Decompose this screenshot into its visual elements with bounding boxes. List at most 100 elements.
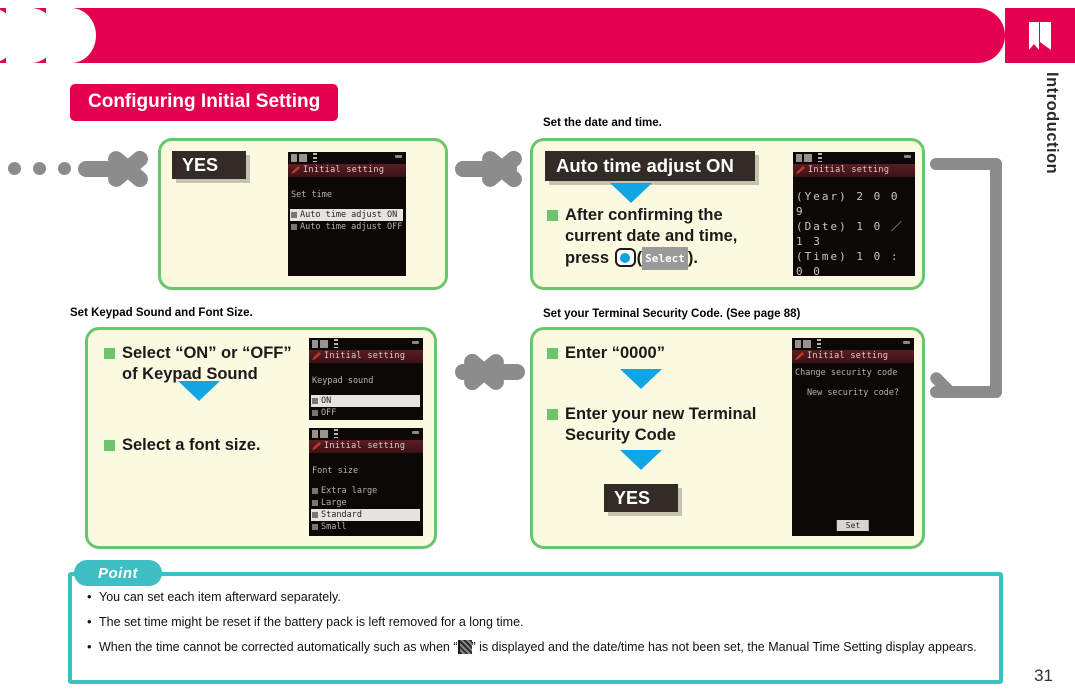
down-triangle-icon bbox=[620, 450, 662, 470]
caption-date-time: Set the date and time. bbox=[543, 117, 662, 129]
screen-option-row[interactable]: ON bbox=[311, 395, 420, 407]
chip-auto-time-adjust-on: Auto time adjust ON bbox=[545, 151, 755, 181]
down-triangle-icon bbox=[620, 369, 662, 389]
screen-time-line: (Time) 1 0 : 0 0 bbox=[796, 250, 900, 276]
bullet-square-icon bbox=[547, 409, 558, 420]
screen-title: Initial setting bbox=[792, 350, 914, 363]
point-box: You can set each item afterward separate… bbox=[68, 572, 1003, 684]
bullet-square-icon bbox=[547, 348, 558, 359]
screen-status-bar bbox=[792, 338, 914, 350]
status-right-icon bbox=[412, 341, 419, 344]
screen-status-bar bbox=[309, 338, 423, 350]
bullet-square-icon bbox=[547, 210, 558, 221]
caption-security: Set your Terminal Security Code. (See pa… bbox=[543, 308, 801, 320]
flow-dot bbox=[33, 162, 46, 175]
screen-option-label: OFF bbox=[321, 408, 337, 418]
screen-option-row[interactable]: Auto time adjust ON bbox=[290, 209, 403, 221]
battery-icon bbox=[817, 339, 821, 348]
battery-icon bbox=[313, 153, 317, 162]
top-banner bbox=[0, 8, 1005, 63]
screen-option-row[interactable]: Standard bbox=[311, 509, 420, 521]
screen-option-row[interactable]: OFF bbox=[312, 407, 420, 419]
flow-connector-right bbox=[990, 158, 1002, 398]
banner-notch bbox=[46, 8, 96, 63]
signal-icon bbox=[320, 430, 328, 438]
point-list: You can set each item afterward separate… bbox=[86, 588, 989, 663]
bullet-select-font-size: Select a font size. bbox=[104, 435, 314, 456]
point-item-pre: When the time cannot be corrected automa… bbox=[99, 640, 458, 654]
screen-title: Initial setting bbox=[793, 164, 915, 177]
signal-icon bbox=[803, 340, 811, 348]
bullet-text: Enter your new Terminal Security Code bbox=[565, 405, 757, 444]
bullet-text-pre: After confirming the current date and ti… bbox=[565, 206, 738, 267]
screen-option-label: Extra large bbox=[321, 486, 378, 496]
phone-screen-keypad-sound: Initial setting Keypad sound ON OFF bbox=[309, 338, 423, 420]
battery-icon bbox=[818, 153, 822, 162]
center-key-icon bbox=[614, 248, 636, 267]
phone-screen-auto-time: Initial setting Set time Auto time adjus… bbox=[288, 152, 406, 276]
signal-icon bbox=[320, 340, 328, 348]
down-triangle-icon bbox=[610, 183, 652, 203]
bullet-text: Enter “0000” bbox=[565, 344, 665, 362]
point-item: When the time cannot be corrected automa… bbox=[86, 638, 989, 656]
chapter-tab bbox=[1005, 8, 1075, 63]
chapter-label: Introduction bbox=[1043, 72, 1061, 175]
screen-heading: Set time bbox=[291, 190, 332, 200]
caption-keypad-font: Set Keypad Sound and Font Size. bbox=[70, 307, 253, 319]
antenna-icon bbox=[312, 430, 318, 438]
status-right-icon bbox=[904, 155, 911, 158]
bullet-text: After confirming the current date and ti… bbox=[565, 205, 762, 270]
flow-dot bbox=[58, 162, 71, 175]
down-triangle-icon bbox=[178, 381, 220, 401]
bullet-text: Select a font size. bbox=[122, 436, 261, 454]
screen-year-line: (Year) 2 0 0 9 bbox=[796, 190, 900, 218]
screen-option-label: Small bbox=[321, 522, 347, 532]
point-item: You can set each item afterward separate… bbox=[86, 588, 989, 606]
screen-option-label: Large bbox=[321, 498, 347, 508]
screen-heading: Keypad sound bbox=[312, 376, 374, 386]
screen-option-row[interactable]: Small bbox=[312, 521, 420, 533]
flow-dot bbox=[8, 162, 21, 175]
phone-screen-font-size: Initial setting Font size Extra large La… bbox=[309, 428, 423, 536]
screen-subtitle: Change security code bbox=[795, 368, 898, 378]
battery-icon bbox=[334, 429, 338, 438]
screen-soft-button-set[interactable]: Set bbox=[836, 520, 870, 531]
screen-option-label: Auto time adjust ON bbox=[300, 210, 398, 220]
page-title: Configuring Initial Setting bbox=[70, 84, 339, 121]
signal-icon bbox=[804, 154, 812, 162]
status-right-icon bbox=[412, 431, 419, 434]
bullet-square-icon bbox=[104, 440, 115, 451]
screen-status-bar bbox=[288, 152, 406, 164]
screen-date-line: (Date) 1 0 ／ 1 3 bbox=[796, 220, 904, 248]
chip-yes-start: YES bbox=[172, 151, 246, 179]
page-number: 31 bbox=[1034, 666, 1053, 685]
screen-option-label: ON bbox=[321, 396, 332, 406]
time-adjust-icon bbox=[457, 640, 472, 654]
bullet-square-icon bbox=[104, 348, 115, 359]
screen-title: Initial setting bbox=[309, 440, 423, 453]
screen-option-row[interactable]: Auto time adjust OFF bbox=[291, 221, 403, 233]
screen-option-row[interactable]: Extra large bbox=[312, 485, 420, 497]
phone-screen-security-code: Initial setting Change security code New… bbox=[792, 338, 914, 536]
bullet-select-on-off: Select “ON” or “OFF” of Keypad Sound bbox=[104, 343, 304, 385]
point-label: Point bbox=[74, 560, 162, 586]
screen-status-bar bbox=[793, 152, 915, 164]
bullet-after-confirming: After confirming the current date and ti… bbox=[547, 205, 762, 270]
signal-icon bbox=[299, 154, 307, 162]
bullet-enter-new-code: Enter your new Terminal Security Code bbox=[547, 404, 777, 446]
screen-title: Initial setting bbox=[288, 164, 406, 177]
screen-option-row[interactable]: Large bbox=[312, 497, 420, 509]
antenna-icon bbox=[291, 154, 297, 162]
status-right-icon bbox=[903, 341, 910, 344]
screen-title: Initial setting bbox=[309, 350, 423, 363]
phone-screen-date-time: Initial setting (Year) 2 0 0 9 (Date) 1 … bbox=[793, 152, 915, 276]
point-item: The set time might be reset if the batte… bbox=[86, 613, 989, 631]
softkey-label: Select bbox=[642, 247, 688, 270]
chip-yes-security: YES bbox=[604, 484, 678, 512]
screen-option-label: Auto time adjust OFF bbox=[300, 222, 403, 232]
bullet-text: Select “ON” or “OFF” of Keypad Sound bbox=[122, 344, 292, 383]
bullet-text-post: ). bbox=[687, 249, 698, 267]
screen-heading: Font size bbox=[312, 466, 359, 476]
screen-prompt: New security code? bbox=[806, 388, 900, 398]
status-right-icon bbox=[395, 155, 402, 158]
